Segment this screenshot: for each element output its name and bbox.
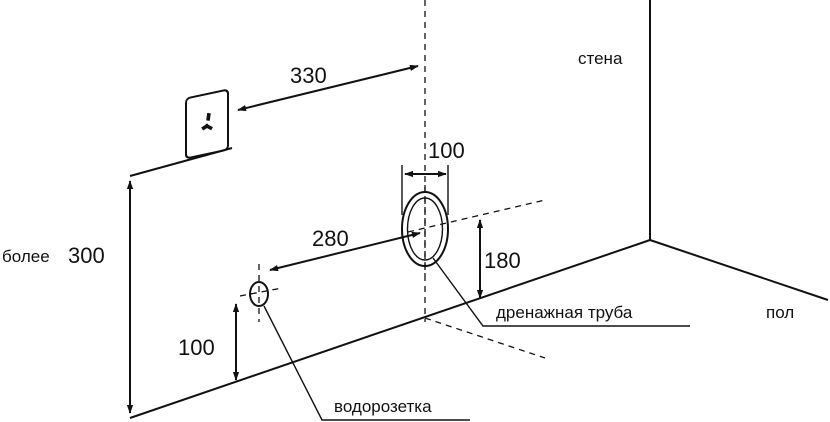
drain-horizontal-axis <box>407 199 546 233</box>
dim-socket-to-axis: 330 <box>290 63 327 88</box>
room-outline <box>129 0 829 419</box>
outlet-horizontal-axis <box>239 287 283 297</box>
water-outlet-ring <box>249 281 269 307</box>
leader-lines <box>263 257 690 421</box>
socket-plate <box>185 89 229 159</box>
dim-socket-height-prefix: более <box>2 247 50 266</box>
floor-side-edge <box>649 239 829 301</box>
dim-socket-height: 300 <box>68 243 105 268</box>
dim-pipe-height: 180 <box>484 248 521 273</box>
dim-arrow-socket-to-axis <box>237 64 419 112</box>
dimension-lines <box>126 64 484 414</box>
socket-pin <box>204 123 213 131</box>
water-outlet-leader <box>263 305 470 421</box>
wall-label: стена <box>578 49 623 68</box>
power-socket-icon <box>185 89 229 159</box>
dim-outlet-to-pipe: 280 <box>312 226 349 251</box>
floor-label: пол <box>766 303 794 322</box>
dim-pipe-width: 100 <box>428 138 465 163</box>
socket-pin <box>206 112 211 121</box>
dim-arrow-outlet-to-pipe <box>269 231 421 272</box>
floor-back-edge <box>129 239 651 419</box>
water-outlet-label: водорозетка <box>334 397 432 416</box>
guide-lines <box>239 0 546 359</box>
floor-projection-dash <box>424 317 546 359</box>
drain-pipe-label: дренажная труба <box>496 303 633 322</box>
drain-pipe-opening <box>401 165 449 275</box>
drain-pipe-leader <box>432 257 690 327</box>
diagram-text: стена пол дренажная труба водорозетка 33… <box>2 49 794 416</box>
water-outlet <box>249 281 269 307</box>
dim-outlet-height: 100 <box>178 335 215 360</box>
